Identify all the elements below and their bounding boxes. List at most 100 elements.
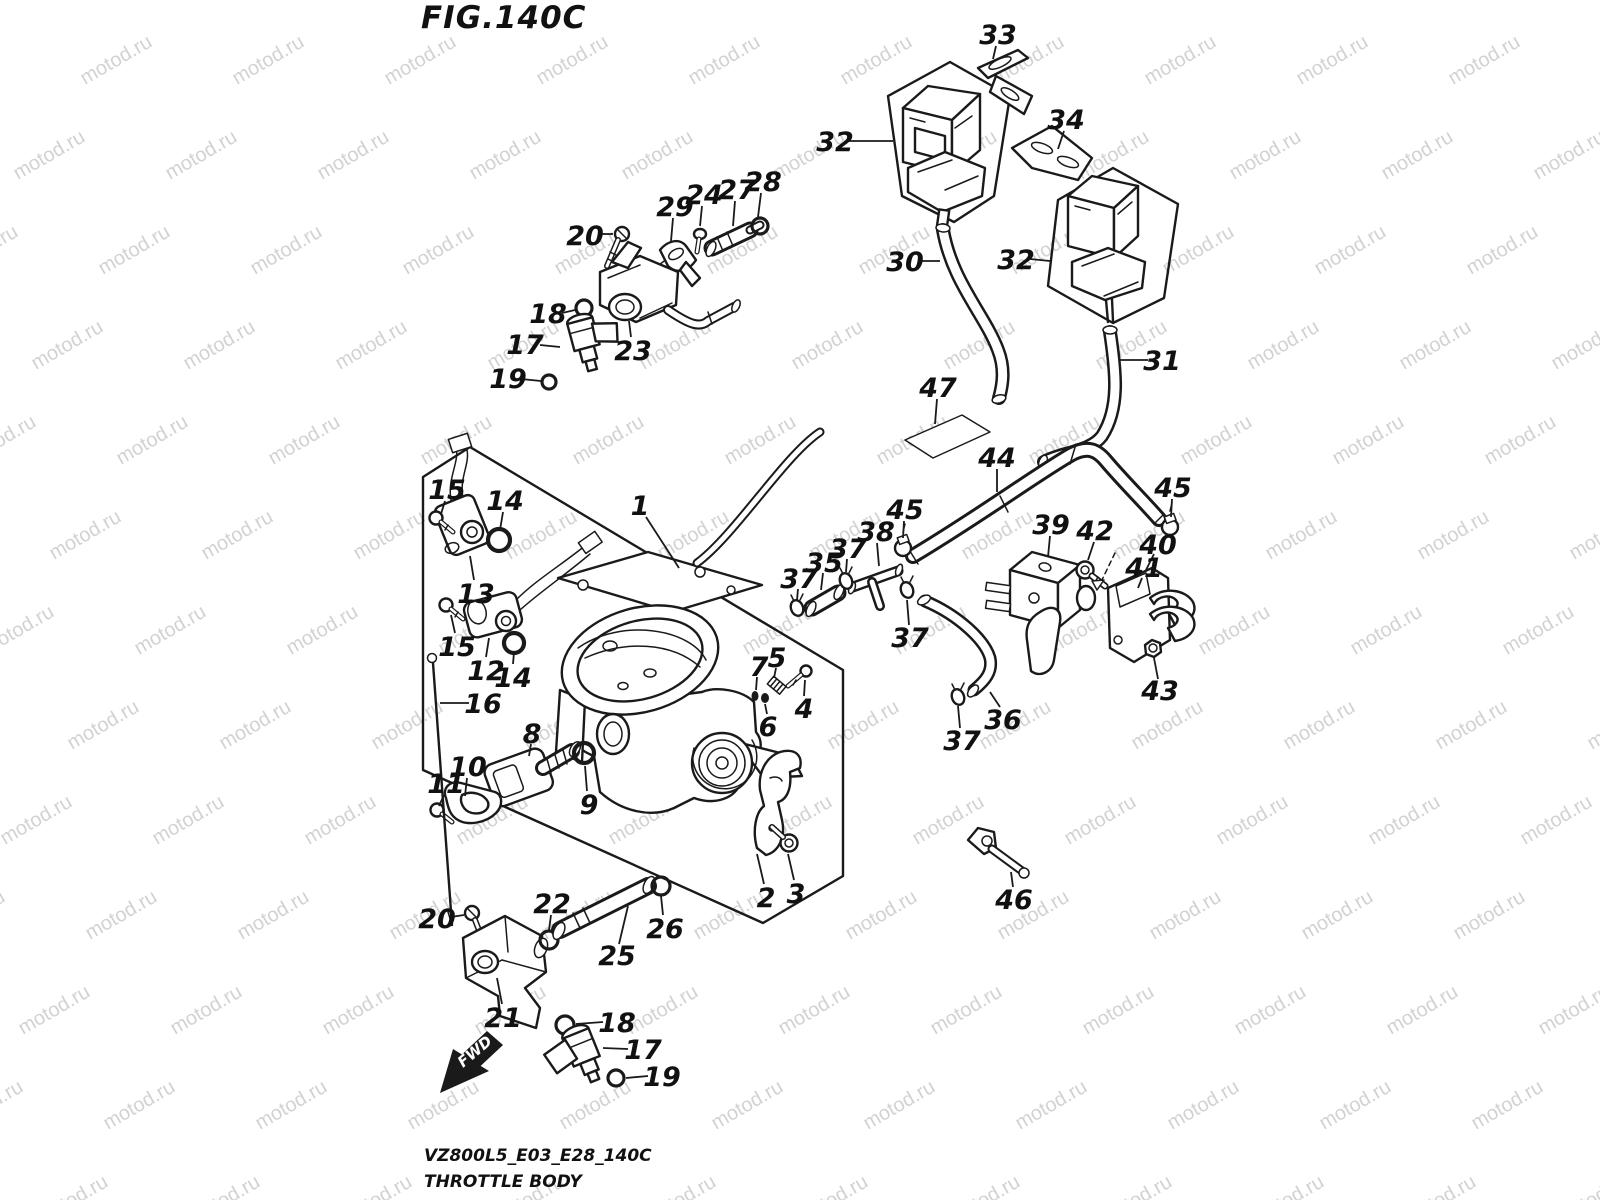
watermark-text: motod.ru bbox=[466, 126, 545, 185]
callout-leader-19 bbox=[625, 1075, 649, 1079]
part-43-nut-drawing bbox=[1143, 638, 1163, 659]
part-45-clamp-right-drawing bbox=[1160, 502, 1180, 537]
callout-42: 42 bbox=[1075, 516, 1114, 547]
watermark-text: motod.ru bbox=[1311, 221, 1390, 280]
watermark-text: motod.ru bbox=[1316, 1076, 1395, 1135]
watermark-text: motod.ru bbox=[533, 31, 612, 90]
watermark-text: motod.ru bbox=[0, 31, 4, 90]
watermark-text: motod.ru bbox=[1177, 411, 1256, 470]
callout-28: 28 bbox=[744, 167, 782, 198]
watermark-text: motod.ru bbox=[216, 696, 295, 755]
watermark-text: motod.ru bbox=[1499, 601, 1578, 660]
part-14-oring-bottom-drawing bbox=[501, 630, 527, 656]
callout-leader-25 bbox=[618, 905, 629, 945]
watermark-text: motod.ru bbox=[301, 791, 380, 850]
callout-12: 12 bbox=[467, 656, 505, 687]
watermark-text: motod.ru bbox=[1231, 981, 1310, 1040]
watermark-text: motod.ru bbox=[149, 791, 228, 850]
watermark-text: motod.ru bbox=[0, 886, 9, 945]
watermark-text: motod.ru bbox=[1566, 506, 1600, 565]
callout-leader-23 bbox=[628, 320, 632, 338]
part-45-clamp-left-drawing bbox=[893, 523, 913, 558]
part-35-tube-drawing bbox=[803, 583, 847, 618]
callout-36: 36 bbox=[984, 705, 1022, 736]
callout-leader-38 bbox=[876, 542, 880, 567]
callout-21: 21 bbox=[484, 1003, 522, 1034]
part-1-throttle-body-drawing bbox=[554, 427, 825, 814]
callout-18: 18 bbox=[529, 299, 567, 330]
callout-32: 32 bbox=[816, 127, 854, 158]
callout-leader-27 bbox=[732, 200, 736, 227]
callout-18: 18 bbox=[598, 1008, 636, 1039]
callout-45: 45 bbox=[885, 495, 924, 526]
part-25-pipe-drawing bbox=[551, 875, 657, 941]
callout-leader-37 bbox=[906, 599, 910, 626]
watermark-text: motod.ru bbox=[113, 411, 192, 470]
callout-11: 11 bbox=[427, 769, 465, 800]
callout-leader-7 bbox=[755, 676, 758, 691]
callout-37: 37 bbox=[829, 534, 867, 565]
callout-leader-46 bbox=[1010, 871, 1014, 888]
callout-37: 37 bbox=[891, 623, 929, 654]
part-13-sensor-drawing bbox=[433, 432, 491, 557]
watermark-text: motod.ru bbox=[0, 1076, 27, 1135]
watermark-text: motod.ru bbox=[788, 316, 867, 375]
callout-14: 14 bbox=[486, 486, 524, 517]
part-20-screw-top-drawing bbox=[604, 225, 631, 269]
watermark-text: motod.ru bbox=[1298, 886, 1377, 945]
watermark-text: motod.ru bbox=[1141, 31, 1220, 90]
watermark-text: motod.ru bbox=[1079, 981, 1158, 1040]
callout-30: 30 bbox=[886, 247, 924, 278]
watermark-text: motod.ru bbox=[1164, 1076, 1243, 1135]
callout-leader-19 bbox=[520, 378, 542, 382]
figure-title: FIG.140C bbox=[421, 0, 587, 36]
watermark-text: motod.ru bbox=[265, 411, 344, 470]
watermark-text: motod.ru bbox=[1347, 601, 1426, 660]
part-19-oring-bottom-drawing bbox=[606, 1068, 626, 1088]
watermark-text: motod.ru bbox=[1396, 316, 1475, 375]
watermark-text: motod.ru bbox=[1535, 981, 1600, 1040]
callout-leader-3 bbox=[787, 853, 795, 881]
callout-leader-47 bbox=[934, 398, 938, 425]
watermark-text: motod.ru bbox=[685, 31, 764, 90]
callout-32: 32 bbox=[997, 245, 1035, 276]
watermark-text: motod.ru bbox=[167, 981, 246, 1040]
callout-leader-22 bbox=[548, 914, 552, 931]
callout-leader-42 bbox=[1087, 541, 1095, 561]
part-19-oring-top-drawing bbox=[540, 373, 558, 391]
callout-7: 7 bbox=[750, 652, 769, 683]
callout-15: 15 bbox=[438, 632, 476, 663]
watermark-text: motod.ru bbox=[77, 31, 156, 90]
part-17-injector-top-drawing bbox=[565, 312, 619, 373]
part-7-washer-drawing bbox=[751, 691, 759, 701]
watermark-text: motod.ru bbox=[64, 696, 143, 755]
watermark-text: motod.ru bbox=[33, 1171, 112, 1200]
watermark-text: motod.ru bbox=[860, 1076, 939, 1135]
callout-37: 37 bbox=[780, 564, 818, 595]
callout-leader-5 bbox=[773, 667, 777, 679]
part-16-needle-drawing bbox=[426, 652, 454, 927]
watermark-text: motod.ru bbox=[1280, 696, 1359, 755]
watermark-text: motod.ru bbox=[618, 126, 697, 185]
watermark-text: motod.ru bbox=[10, 126, 89, 185]
watermark-text: motod.ru bbox=[198, 506, 277, 565]
watermark-text: motod.ru bbox=[1195, 601, 1274, 660]
callout-37: 37 bbox=[943, 726, 981, 757]
callout-leader-11 bbox=[438, 794, 445, 807]
callout-leader-32 bbox=[1029, 258, 1051, 262]
callout-leader-8 bbox=[528, 743, 532, 757]
callout-leader-4 bbox=[803, 679, 806, 697]
callout-19: 19 bbox=[643, 1062, 681, 1093]
callout-leader-39 bbox=[1047, 535, 1051, 558]
watermark-text: motod.ru bbox=[824, 696, 903, 755]
callout-leader-45 bbox=[902, 520, 905, 539]
watermark-text: motod.ru bbox=[945, 1171, 1024, 1200]
part-12-sensor-drawing bbox=[462, 530, 603, 639]
watermark-text: motod.ru bbox=[775, 981, 854, 1040]
callout-leader-2 bbox=[756, 853, 765, 885]
part-36-hose-drawing bbox=[916, 594, 998, 698]
callout-9: 9 bbox=[580, 790, 599, 821]
part-26-oring-drawing bbox=[650, 875, 672, 897]
callout-4: 4 bbox=[794, 694, 814, 725]
